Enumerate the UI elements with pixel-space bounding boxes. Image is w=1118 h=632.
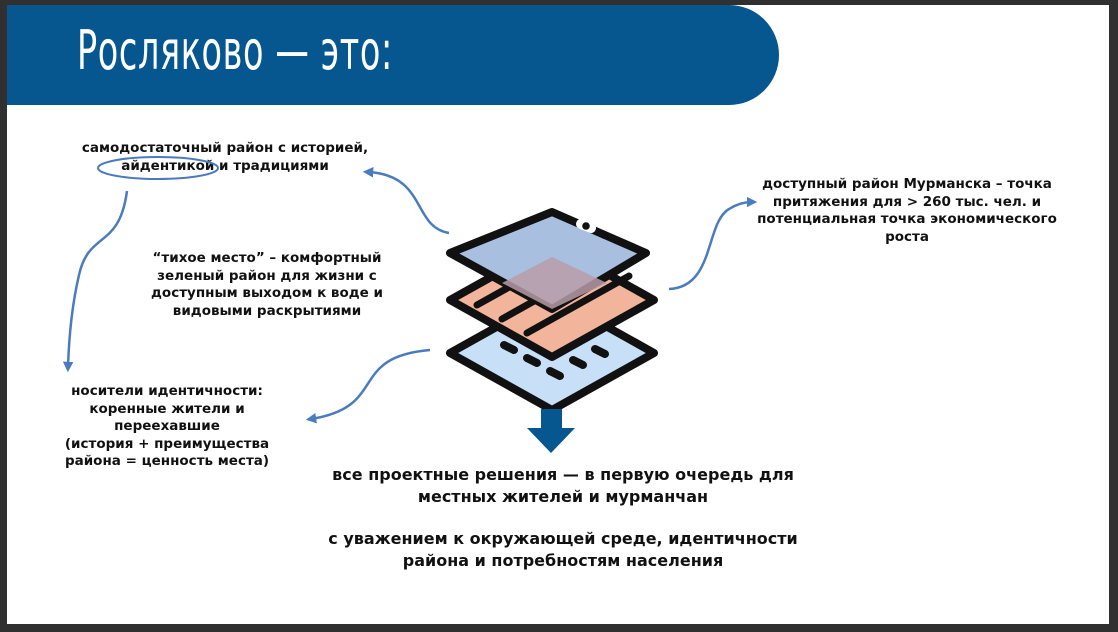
highlight-ellipse <box>97 156 219 180</box>
point-quiet-place: “тихое место” – комфортный зеленый район… <box>151 250 383 319</box>
point-accessible-district: доступный район Мурманска – точка притяж… <box>757 176 1057 245</box>
arrow-to-accessible-district <box>668 196 758 291</box>
title-bar: Росляково — это: <box>7 5 779 105</box>
slide-title: Росляково — это: <box>77 19 393 82</box>
point-self-sufficient: самодостаточный район с историей, айдент… <box>81 140 369 174</box>
conclusion-second: с уважением к окружающей среде, идентичн… <box>328 529 798 571</box>
arrow-from-layers-lower <box>305 348 431 424</box>
arrow-to-identity-carriers <box>62 190 129 373</box>
bottom-layer-dashes <box>500 341 609 380</box>
slide: Росляково — это: самодостаточный район с… <box>7 5 1109 624</box>
point-identity-carriers: носители идентичности: коренные жители и… <box>64 383 270 470</box>
conclusion-first: все проектные решения — в первую очередь… <box>332 465 794 507</box>
layers-icon <box>446 208 658 414</box>
diagram-graphics <box>62 156 758 453</box>
arrow-to-self-sufficient <box>362 167 450 235</box>
arrow-down-icon <box>527 409 575 453</box>
